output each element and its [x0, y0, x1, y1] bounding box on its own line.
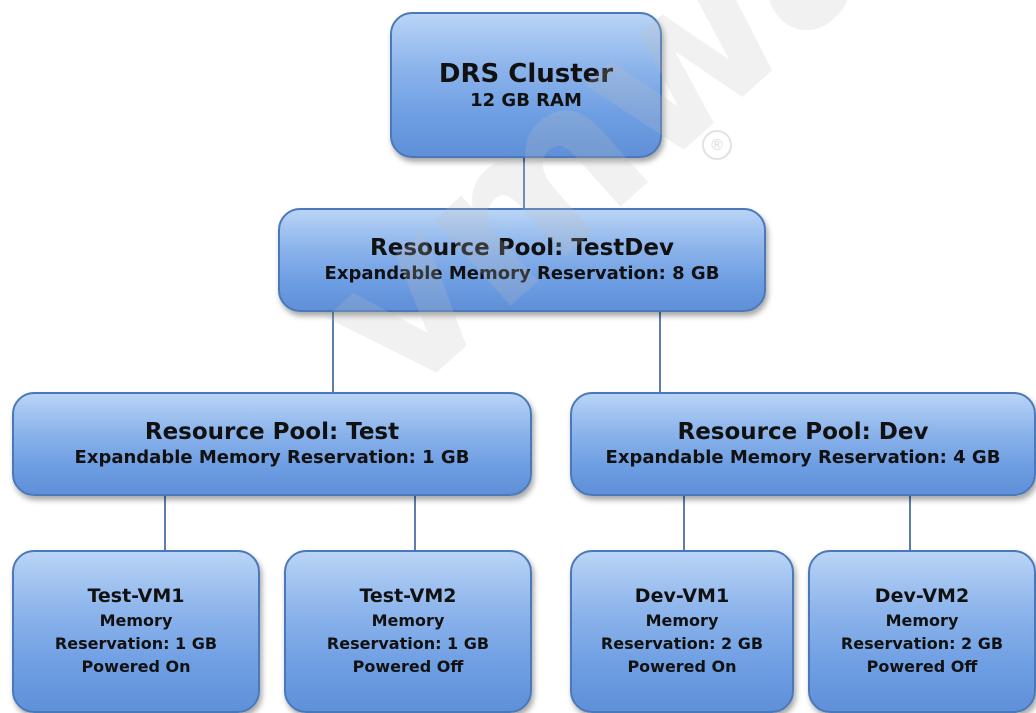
vm-name: Test-VM1 — [87, 585, 185, 608]
vm-reservation: Reservation: 2 GB — [600, 634, 764, 654]
vm-name: Test-VM2 — [359, 585, 457, 608]
vm-reservation: Reservation: 1 GB — [326, 634, 490, 654]
vm-power-status: Powered On — [81, 657, 191, 677]
vm-power-status: Powered On — [627, 657, 737, 677]
node-vm-dev-vm1: Dev-VM1 Memory Reservation: 2 GB Powered… — [570, 550, 794, 713]
node-title: Resource Pool: Dev — [677, 419, 929, 446]
node-resource-pool-testdev: Resource Pool: TestDev Expandable Memory… — [278, 208, 766, 312]
node-vm-test-vm2: Test-VM2 Memory Reservation: 1 GB Powere… — [284, 550, 532, 713]
node-subtitle: 12 GB RAM — [470, 90, 582, 111]
node-resource-pool-dev: Resource Pool: Dev Expandable Memory Res… — [570, 392, 1036, 496]
vm-memory-label: Memory — [99, 611, 173, 631]
vm-reservation: Reservation: 2 GB — [840, 634, 1004, 654]
vm-power-status: Powered Off — [352, 657, 464, 677]
node-subtitle: Expandable Memory Reservation: 1 GB — [74, 447, 470, 469]
node-vm-test-vm1: Test-VM1 Memory Reservation: 1 GB Powere… — [12, 550, 260, 713]
vm-power-status: Powered Off — [866, 657, 978, 677]
node-title: Resource Pool: TestDev — [370, 235, 674, 262]
vm-reservation: Reservation: 1 GB — [54, 634, 218, 654]
vm-memory-label: Memory — [885, 611, 959, 631]
vm-name: Dev-VM2 — [874, 585, 970, 608]
vm-name: Dev-VM1 — [634, 585, 730, 608]
node-title: Resource Pool: Test — [144, 419, 400, 446]
node-subtitle: Expandable Memory Reservation: 8 GB — [324, 263, 720, 285]
node-vm-dev-vm2: Dev-VM2 Memory Reservation: 2 GB Powered… — [808, 550, 1036, 713]
vm-memory-label: Memory — [645, 611, 719, 631]
node-subtitle: Expandable Memory Reservation: 4 GB — [605, 447, 1001, 469]
vm-memory-label: Memory — [371, 611, 445, 631]
node-resource-pool-test: Resource Pool: Test Expandable Memory Re… — [12, 392, 532, 496]
node-title: DRS Cluster — [438, 58, 614, 89]
node-drs-cluster: DRS Cluster 12 GB RAM — [390, 12, 662, 158]
